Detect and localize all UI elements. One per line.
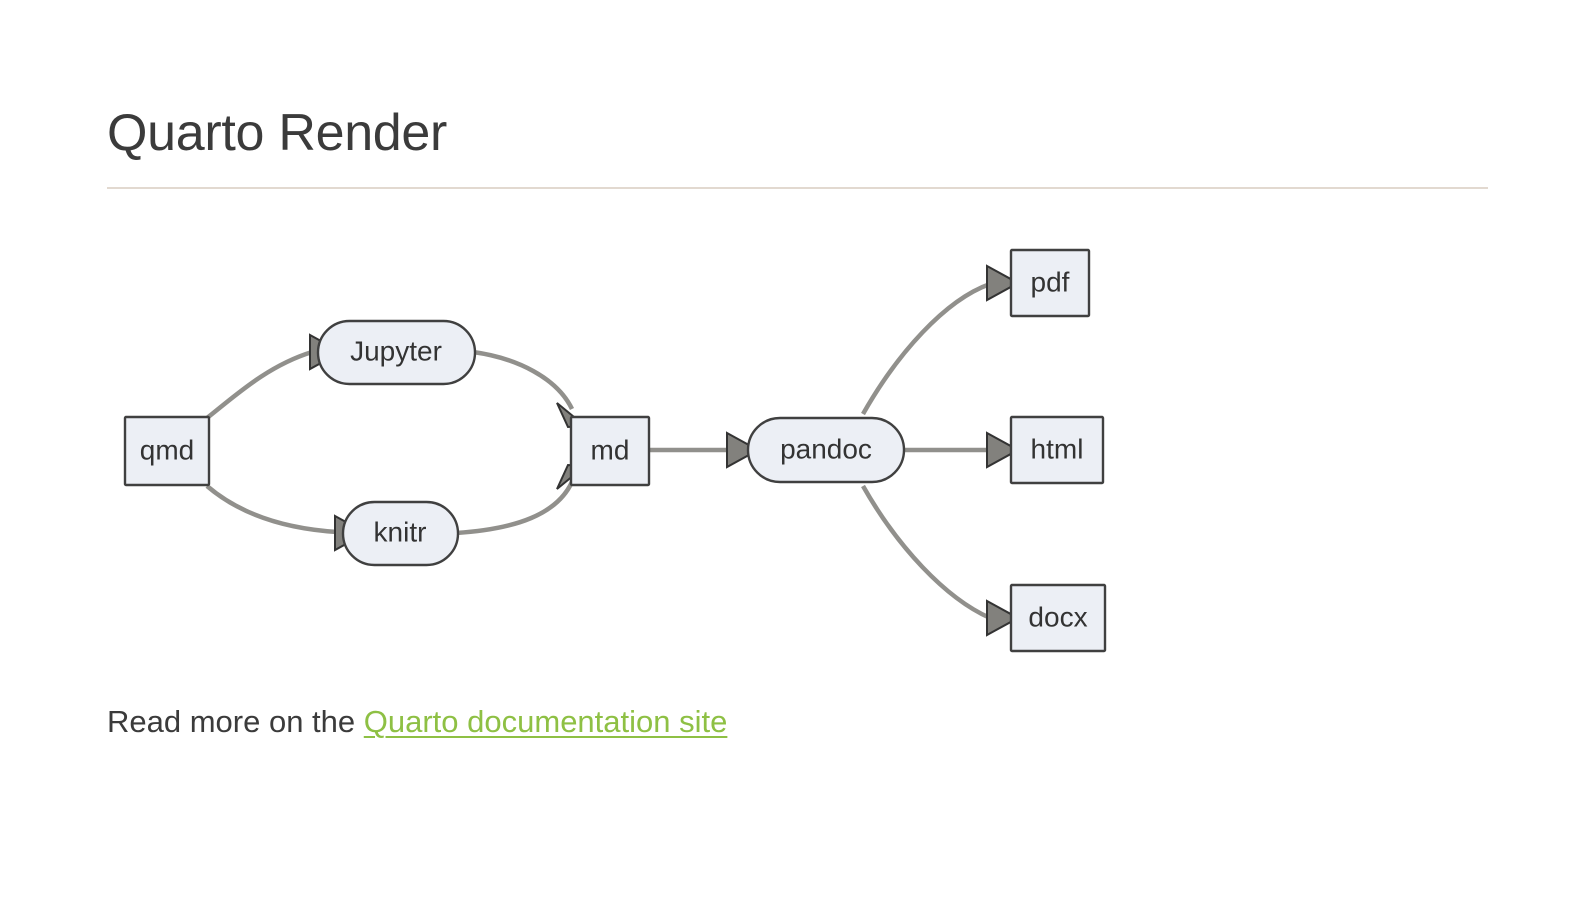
quarto-documentation-link[interactable]: Quarto documentation site [363,704,728,739]
node-layer: qmd Jupyter knitr md [123,248,1107,653]
arrowhead-pandoc-to-docx [986,599,1021,637]
edge-jupyter-to-md [472,349,575,411]
node-jupyter[interactable]: Jupyter [316,319,477,386]
node-pandoc[interactable]: pandoc [746,416,906,484]
node-jupyter-label: Jupyter [350,335,442,366]
node-md[interactable]: md [569,415,651,487]
node-jupyter-shape[interactable] [316,319,477,386]
page-title: Quarto Render [107,104,448,162]
arrowhead-pandoc-to-html [986,431,1021,469]
read-more-paragraph: Read more on the Quarto documentation si… [107,702,727,742]
node-knitr-label: knitr [374,516,427,547]
node-html-label: html [1031,433,1084,464]
node-qmd-label: qmd [140,434,194,465]
node-qmd[interactable]: qmd [123,415,211,487]
node-qmd-shape[interactable] [123,415,211,487]
node-docx-shape[interactable] [1009,583,1107,653]
quarto-render-flowchart: qmd Jupyter knitr md [107,226,1117,656]
node-pandoc-label: pandoc [780,433,872,464]
node-md-shape[interactable] [569,415,651,487]
edge-pandoc-to-docx [861,484,991,621]
node-pdf-label: pdf [1031,266,1070,297]
edge-qmd-to-knitr [205,484,338,535]
node-html-shape[interactable] [1009,415,1105,485]
flowchart-svg: qmd Jupyter knitr md [123,248,1107,653]
edge-qmd-to-jupyter [205,349,313,420]
node-md-label: md [591,434,630,465]
read-more-text: Read more on the [107,704,364,739]
node-pdf-shape[interactable] [1009,248,1091,318]
edge-knitr-to-md [455,480,575,536]
node-pandoc-shape[interactable] [746,416,906,484]
title-divider [107,187,1488,189]
node-pdf[interactable]: pdf [1009,248,1091,318]
edge-pandoc-to-pdf [861,281,991,416]
arrowhead-md-to-pandoc [726,431,761,469]
node-docx[interactable]: docx [1009,583,1107,653]
node-docx-label: docx [1028,601,1087,632]
node-knitr-shape[interactable] [341,500,460,567]
node-html[interactable]: html [1009,415,1105,485]
node-knitr[interactable]: knitr [341,500,460,567]
arrowhead-pandoc-to-pdf [986,264,1021,302]
